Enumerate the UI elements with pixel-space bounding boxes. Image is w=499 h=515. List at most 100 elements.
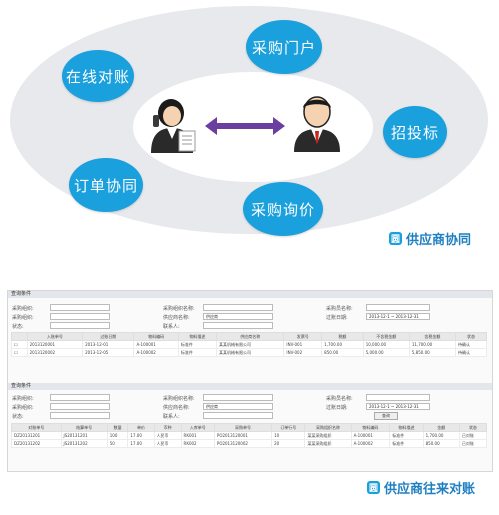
table-cell: A-100002 [133,348,179,357]
caption-text: 供应商协同 [406,233,472,248]
column-header[interactable]: 入账单号 [26,332,84,341]
table-cell: 人民币 [153,431,182,440]
table-cell: PO2013120001 [213,431,273,440]
text-field[interactable]: 供应商 [203,313,273,320]
table-cell: 人民币 [153,439,182,448]
table-cell: A-100002 [350,439,391,448]
table-cell: 1,700.00 [422,431,460,440]
bubble-bidding[interactable]: 招投标 [383,106,447,158]
status-checkboxes[interactable] [50,412,110,419]
column-header[interactable]: 单价 [127,423,155,432]
table-cell: INV-002 [283,348,323,357]
select-field[interactable] [203,304,273,311]
reconciliation-table: 入账单号过账日期物料编码物料描述供应商名称发票号税额不含税金额含税金额状态 ☐2… [11,332,487,357]
column-header[interactable]: 金额 [422,423,460,432]
circle-icon: 圆 [389,232,402,245]
table-cell: 2013-12-05 [82,348,135,357]
text-field[interactable] [366,394,430,401]
table-cell: 2013-12-01 [82,340,135,349]
bubble-procurement-portal[interactable]: 采购门户 [246,20,322,74]
column-header[interactable]: 采购组织名称 [304,423,352,432]
column-header[interactable]: 不含税金额 [362,332,410,341]
column-header[interactable] [11,332,28,341]
field-label: 采购组织名称: [163,396,195,402]
table-cell: 待确认 [455,340,487,349]
table-cell: JS20131201 [60,431,108,440]
table-cell: 17.00 [127,439,155,448]
caption-supplier-collaboration: 圆 供应商协同 [389,229,471,248]
bubble-procurement-inquiry[interactable]: 采购询价 [243,182,323,236]
buyer-man-icon [294,96,340,152]
text-field[interactable] [366,304,430,311]
field-label: 采购员名称: [326,396,353,402]
table-cell: 1,700.00 [321,340,364,349]
field-label: 采购组织名称: [163,306,195,312]
field-label: 状态: [12,324,24,330]
table-cell: 标准件 [389,439,424,448]
column-header[interactable]: 过账日期 [82,332,135,341]
date-range-field[interactable]: 2013-12-1 ~ 2013-12-31 [366,403,430,410]
table-cell: 20 [271,439,306,448]
text-field[interactable]: 供应商 [203,403,273,410]
table-cell: RK001 [180,431,215,440]
field-label: 采购组织: [12,306,34,312]
table-cell: 标准件 [177,348,218,357]
column-header[interactable]: 采购单号 [213,423,273,432]
select-field[interactable] [50,304,110,311]
field-label: 采购组织: [12,405,34,411]
table-cell: 5,000.00 [362,348,410,357]
column-header[interactable]: 状态 [455,332,487,341]
double-arrow-icon [205,117,285,135]
bubble-label: 招投标 [390,123,439,142]
table-cell: 某某机械有限公司 [216,340,285,349]
column-header[interactable]: 发票号 [283,332,323,341]
bubble-order-collaboration[interactable]: 订单协同 [69,158,143,212]
table-cell: 某某采购组织 [304,439,352,448]
column-header[interactable]: 物料描述 [389,423,424,432]
bubble-label: 采购询价 [250,200,315,219]
column-header[interactable]: 结算单号 [60,423,108,432]
table-cell: 850.00 [321,348,364,357]
text-field[interactable] [203,322,273,329]
table-cell: DZ20131202 [11,439,62,448]
field-label: 采购组织: [12,315,34,321]
column-header[interactable]: 物料编码 [350,423,391,432]
table-cell: ☐ [11,348,28,357]
column-header[interactable]: 物料描述 [177,332,218,341]
text-field[interactable] [203,412,273,419]
bubble-label: 在线对账 [65,67,130,86]
caption-text: 供应商往来对账 [384,482,476,497]
field-label: 过账日期: [326,315,348,321]
table-cell: 已对账 [458,431,488,440]
table-cell: 11,700.00 [408,340,457,349]
column-header[interactable]: 供应商名称 [216,332,285,341]
table-cell: 10,000.00 [362,340,410,349]
column-header[interactable]: 状态 [458,423,488,432]
column-header[interactable]: 币种 [153,423,182,432]
date-range-field[interactable]: 2013-12-1 ~ 2013-12-31 [366,313,430,320]
table-cell: 标准件 [389,431,424,440]
column-header[interactable]: 入库单号 [180,423,215,432]
search-button[interactable]: 查询 [374,412,398,420]
column-header[interactable]: 对账单号 [11,423,62,432]
table-cell: 2013120002 [26,348,84,357]
column-header[interactable]: 物料编码 [133,332,179,341]
column-header[interactable]: 数量 [106,423,129,432]
select-field[interactable] [203,394,273,401]
select-field[interactable] [50,403,110,410]
column-header[interactable]: 含税金额 [408,332,457,341]
select-field[interactable] [50,313,110,320]
column-header[interactable]: 税额 [321,332,364,341]
field-label: 联系人: [163,324,180,330]
column-header[interactable]: 订单行号 [271,423,306,432]
status-checkboxes[interactable] [50,322,110,329]
bubble-online-reconciliation[interactable]: 在线对账 [62,50,134,102]
select-field[interactable] [50,394,110,401]
table-cell: 50 [106,439,129,448]
